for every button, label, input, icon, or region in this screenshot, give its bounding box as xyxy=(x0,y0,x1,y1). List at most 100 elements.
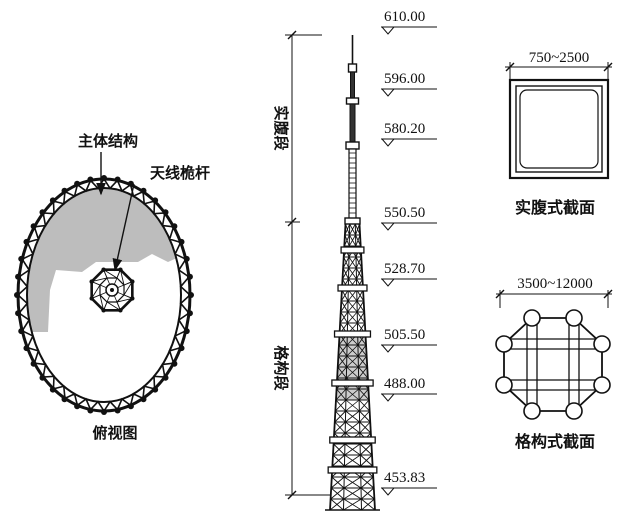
mast-node xyxy=(118,308,123,313)
mast-joint xyxy=(347,63,358,73)
lattice-section-dimension: 3500~12000 xyxy=(517,276,593,292)
ring-node xyxy=(49,197,56,204)
tower-brace xyxy=(339,311,349,324)
mast-hatching xyxy=(349,152,356,219)
elevation-marker: 596.00 xyxy=(380,71,437,97)
ring-node xyxy=(74,180,81,187)
tower-brace xyxy=(359,421,372,434)
tower-brace xyxy=(342,256,350,269)
ring-node xyxy=(18,328,25,335)
mast-diagonal xyxy=(91,284,101,299)
ring-node xyxy=(39,374,46,381)
lattice-section: 3500~12000 格构式截面 xyxy=(495,276,613,451)
ring-node xyxy=(87,176,94,183)
elevation-triangle-icon xyxy=(380,487,396,496)
ring-node xyxy=(178,238,185,245)
mast-node xyxy=(101,267,106,272)
chord-node xyxy=(593,376,611,394)
tower-brace xyxy=(346,344,359,357)
tower-brace xyxy=(335,388,347,401)
segment-top-tick xyxy=(287,30,297,40)
tower-brace xyxy=(347,289,358,302)
ring-node xyxy=(15,273,22,280)
lattice-section-outline xyxy=(503,317,603,412)
tower-brace xyxy=(332,443,346,456)
mast-shaft xyxy=(348,148,357,221)
tower-brace xyxy=(347,311,358,324)
tower-brace xyxy=(355,256,363,269)
ring-node xyxy=(127,403,134,410)
tower-platform xyxy=(329,436,376,444)
ring-node xyxy=(61,187,68,194)
ring-node xyxy=(186,273,193,280)
solid-section-outer xyxy=(508,78,610,180)
lattice-dimension-tick-right xyxy=(603,289,613,299)
chord-node xyxy=(523,309,541,327)
plan-view-caption: 俯视图 xyxy=(92,424,137,442)
ring-node xyxy=(49,386,56,393)
elevation-marker: 528.70 xyxy=(380,261,437,287)
tower-brace xyxy=(345,399,360,412)
elevation-marker: 505.50 xyxy=(380,327,437,353)
ring-lattice xyxy=(14,175,194,415)
segment-transition-joint xyxy=(344,217,361,225)
mast-diagonal xyxy=(99,294,105,311)
tower-brace xyxy=(329,498,345,511)
elevation-marker: 453.83 xyxy=(380,470,437,496)
tower-brace xyxy=(356,289,365,302)
chord-node xyxy=(523,402,541,420)
elevation-marker: 580.20 xyxy=(380,121,437,147)
tower-brace xyxy=(355,234,362,247)
mast-diagonal xyxy=(123,281,133,296)
tower-brace xyxy=(360,487,375,500)
tower-brace xyxy=(349,223,356,236)
lattice-segment-label: 格构段 xyxy=(272,345,290,390)
chord-node xyxy=(593,335,611,353)
tower-brace xyxy=(356,311,366,324)
ring-node xyxy=(127,180,134,187)
ring-node xyxy=(30,223,37,230)
elevation-triangle-icon xyxy=(380,393,396,402)
ring-node xyxy=(15,310,22,317)
mast-diagonal xyxy=(91,277,108,283)
mast-joint xyxy=(345,141,360,150)
tower-brace xyxy=(335,399,347,412)
tower-platform xyxy=(333,330,372,338)
ring-node xyxy=(114,407,121,414)
tower-brace xyxy=(333,421,346,434)
elevation-triangle-icon xyxy=(380,278,396,287)
mast-diagonal xyxy=(119,269,125,286)
mast-node xyxy=(130,296,135,301)
tower-brace xyxy=(359,443,373,456)
tower-brace xyxy=(330,487,345,500)
chord-node xyxy=(495,376,513,394)
ring-node xyxy=(162,209,169,216)
chord-node xyxy=(495,335,513,353)
tower-brace xyxy=(332,454,345,467)
elevation-marker: 488.00 xyxy=(380,376,437,402)
tower-solid-segment xyxy=(344,35,361,225)
mast-diagonal xyxy=(106,301,121,311)
mast-node xyxy=(130,279,135,284)
tower-brace xyxy=(346,355,359,368)
chord-node xyxy=(565,402,583,420)
tower-brace xyxy=(340,300,349,313)
tower-brace xyxy=(345,410,360,423)
ring-node xyxy=(188,292,194,298)
tower-lattice-segment xyxy=(327,223,378,511)
ring-node xyxy=(162,374,169,381)
tower-brace xyxy=(336,366,347,379)
ring-node xyxy=(23,345,30,352)
lattice-section-grid xyxy=(503,317,603,412)
tower-brace xyxy=(344,454,361,467)
mast-diagonal xyxy=(103,269,118,279)
ring-node xyxy=(39,209,46,216)
tower-brace xyxy=(357,344,368,357)
solid-section-inner xyxy=(519,89,599,169)
lattice-dimension-tick-left xyxy=(495,289,505,299)
solid-dimension-tick-right xyxy=(603,62,613,72)
tower-brace xyxy=(355,267,363,280)
tower-brace xyxy=(360,476,375,489)
mast-shaft xyxy=(350,71,355,99)
tower-brace xyxy=(348,267,357,280)
